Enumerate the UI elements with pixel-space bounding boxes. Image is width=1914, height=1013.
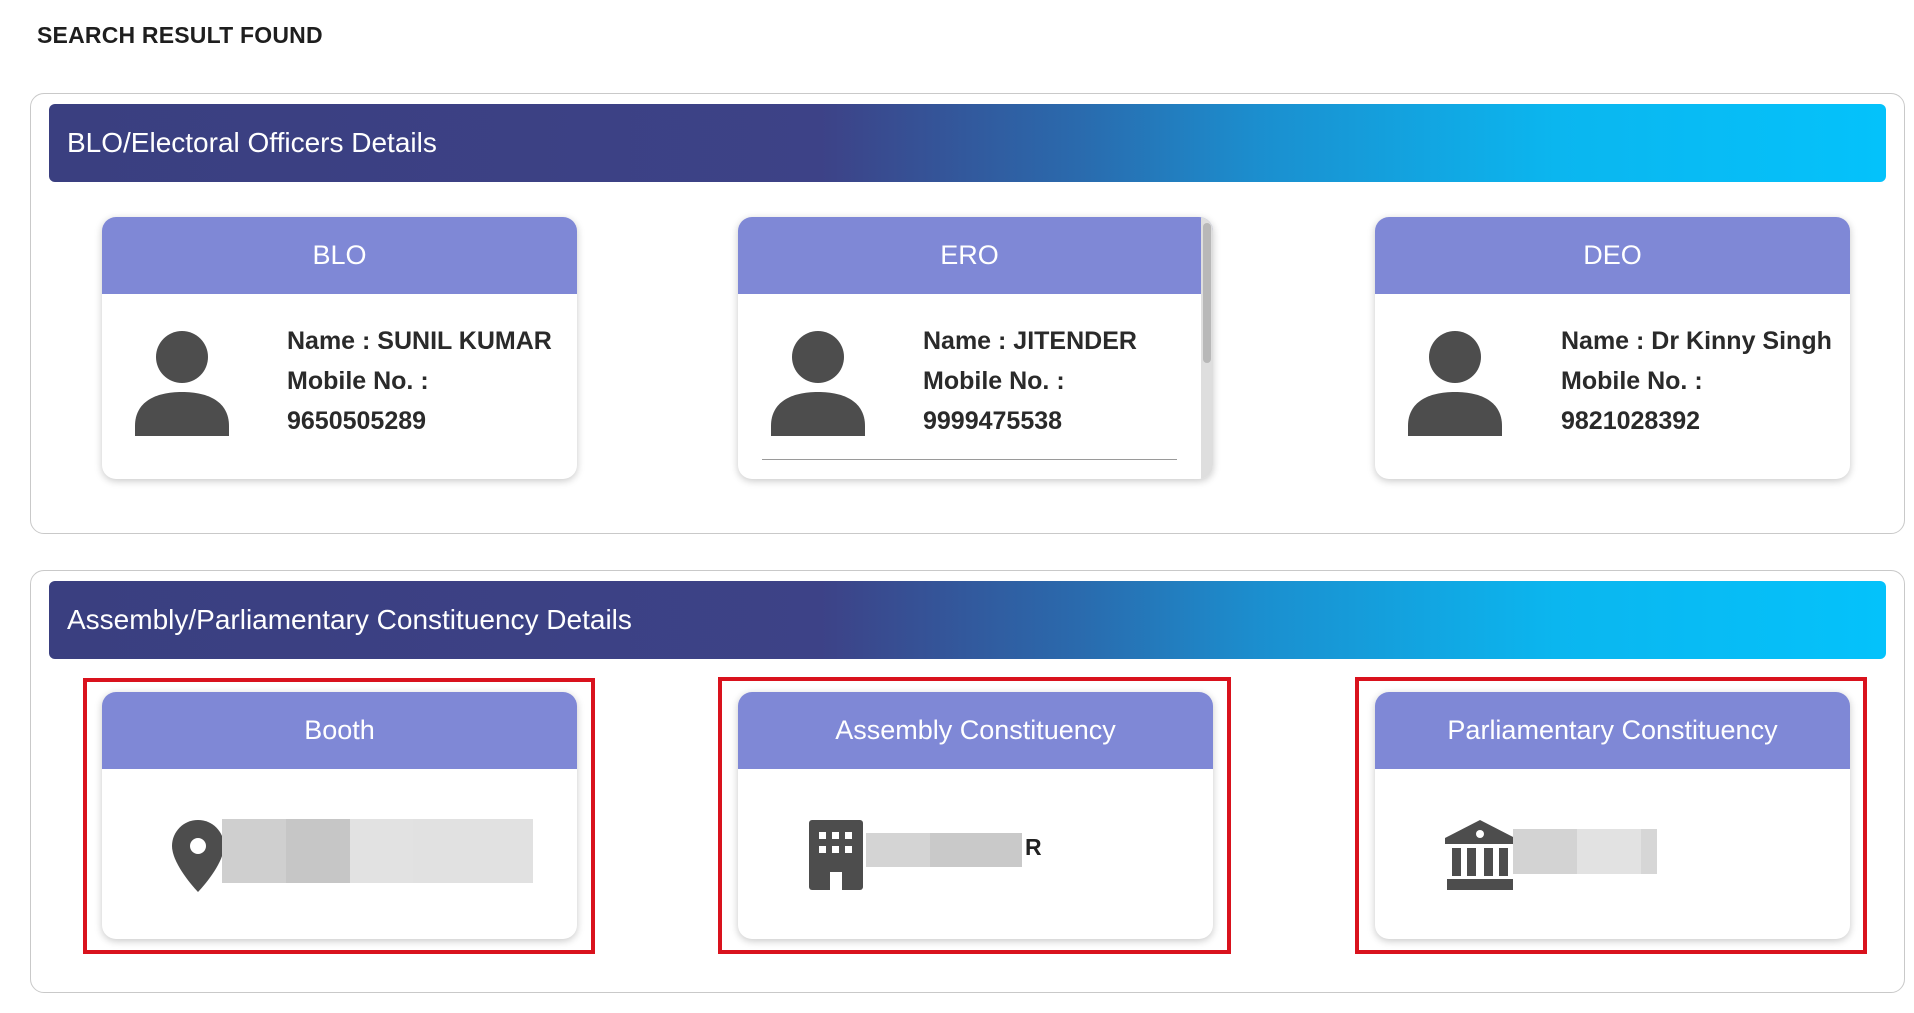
assembly-card-header: Assembly Constituency [738,692,1213,769]
ero-scrollbar-thumb[interactable] [1203,223,1211,363]
deo-card-header: DEO [1375,217,1850,294]
deo-info: Name : Dr Kinny Singh Mobile No. : 98210… [1561,321,1832,441]
blo-mobile-label: Mobile No. : [287,367,429,395]
assembly-card: Assembly Constituency R [738,692,1213,939]
parliamentary-card: Parliamentary Constituency [1375,692,1850,939]
ero-card: ERO Name : JITENDER Mobile No. : 9999475… [738,217,1213,479]
ero-scrollbar[interactable] [1201,217,1213,479]
ero-name: Name : JITENDER [923,327,1137,355]
page-heading: SEARCH RESULT FOUND [37,22,323,48]
person-icon [1408,331,1502,436]
blo-card-header: BLO [102,217,577,294]
government-building-icon [1445,820,1515,890]
ero-info: Name : JITENDER Mobile No. : 9999475538 [923,321,1137,441]
blo-name: Name : SUNIL KUMAR [287,327,552,355]
person-icon [771,331,865,436]
constituency-section: Assembly/Parliamentary Constituency Deta… [30,570,1905,993]
building-icon [809,820,863,890]
ero-divider [762,459,1177,460]
booth-card: Booth [102,692,577,939]
assembly-value-redacted [866,833,1022,867]
ero-mobile-value: 9999475538 [923,407,1063,435]
parliamentary-card-header: Parliamentary Constituency [1375,692,1850,769]
parliamentary-value-redacted [1513,829,1657,874]
blo-info: Name : SUNIL KUMAR Mobile No. : 96505052… [287,321,552,441]
constituency-section-header: Assembly/Parliamentary Constituency Deta… [49,581,1886,659]
blo-card: BLO Name : SUNIL KUMAR Mobile No. : 9650… [102,217,577,479]
blo-mobile-value: 9650505289 [287,407,427,435]
deo-mobile-value: 9821028392 [1561,407,1701,435]
ero-card-header: ERO [738,217,1213,294]
highlight-box-booth [83,678,595,954]
deo-mobile-label: Mobile No. : [1561,367,1703,395]
highlight-box-parliamentary [1355,677,1867,954]
officers-section: BLO/Electoral Officers Details BLO Name … [30,93,1905,534]
ero-mobile-label: Mobile No. : [923,367,1065,395]
deo-card: DEO Name : Dr Kinny Singh Mobile No. : 9… [1375,217,1850,479]
booth-value-redacted [222,819,533,883]
location-pin-icon [172,820,224,892]
person-icon [135,331,229,436]
officers-section-header: BLO/Electoral Officers Details [49,104,1886,182]
booth-card-header: Booth [102,692,577,769]
deo-name: Name : Dr Kinny Singh [1561,327,1832,355]
assembly-value-suffix: R [1025,834,1042,860]
highlight-box-assembly [718,677,1231,954]
